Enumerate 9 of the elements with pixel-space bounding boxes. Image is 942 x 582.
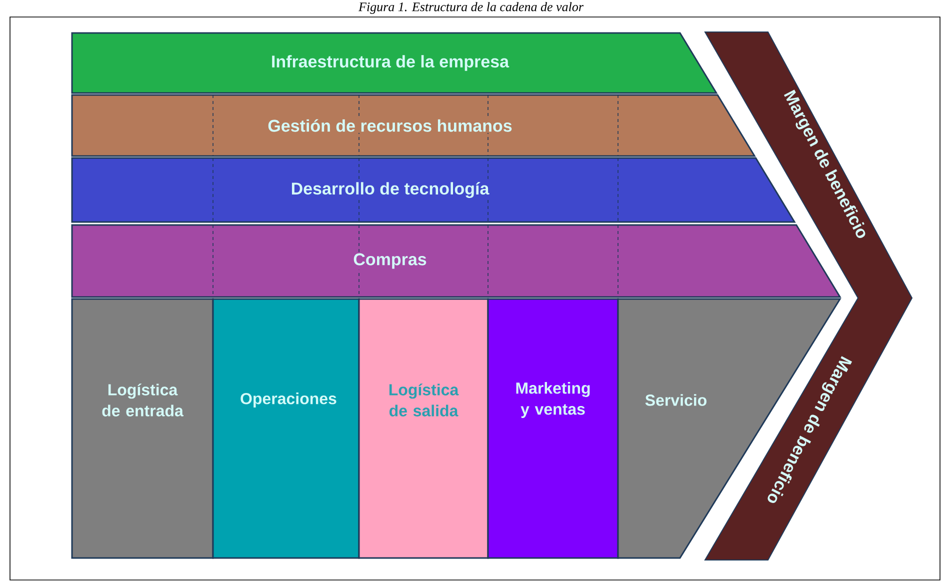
primary-activity-box: Operaciones xyxy=(212,298,360,559)
support-activity-band: Gestión de recursos humanos xyxy=(71,94,756,157)
primary-activity-box: Marketing y ventas xyxy=(487,298,619,559)
primary-activity-box: Logística de entrada xyxy=(71,298,214,559)
support-activity-band: Infraestructura de la empresa xyxy=(71,32,718,94)
support-activity-band: Desarrollo de tecnología xyxy=(71,157,796,223)
primary-activity-box: Logística de salida xyxy=(358,298,489,559)
support-activity-band: Compras xyxy=(71,224,842,298)
figure-title: Figura 1. Estructura de la cadena de valor xyxy=(358,2,584,14)
